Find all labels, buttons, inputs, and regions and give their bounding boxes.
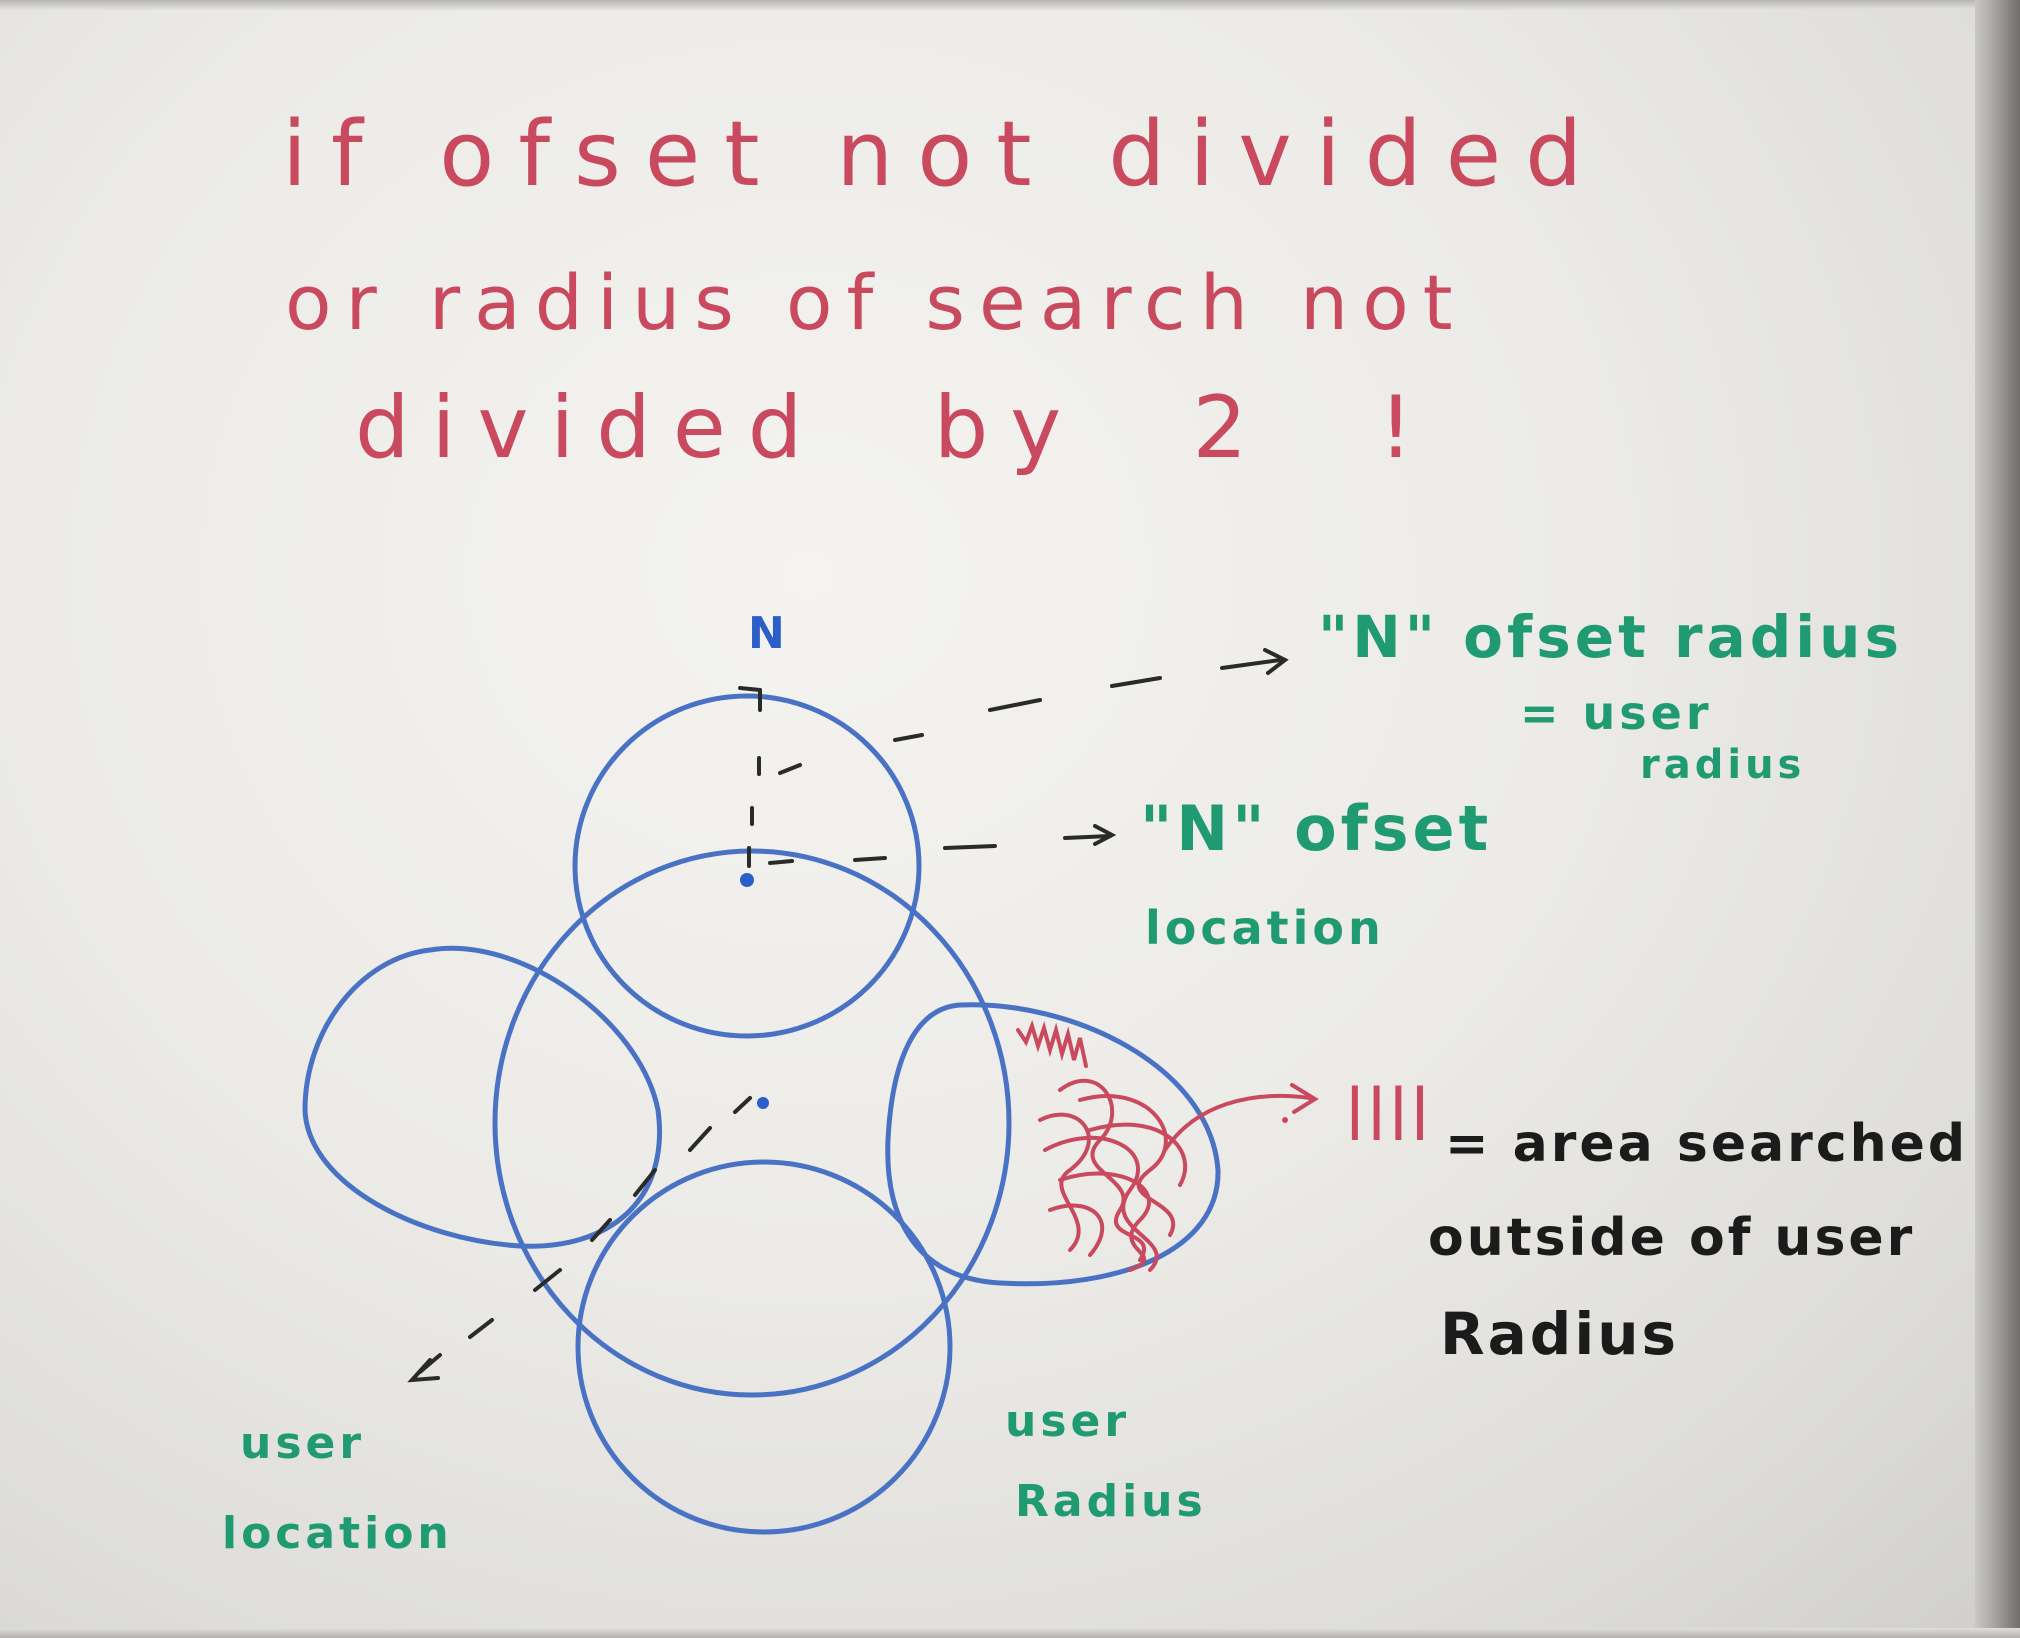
west-offset-circle: [302, 945, 662, 1249]
whiteboard-frame-bottom: [0, 1628, 2020, 1638]
searched-area-hatch: [1016, 1019, 1187, 1272]
user-location-dashes: [407, 1096, 752, 1383]
heading-line-2: or radius of search not: [285, 258, 1467, 347]
north-marker: N: [748, 608, 785, 659]
searched-area-arrow: [1163, 1094, 1312, 1152]
label-user-radius-2: Radius: [1015, 1476, 1207, 1527]
label-user-location: user: [240, 1418, 366, 1469]
legend-text-1: = area searched: [1445, 1114, 1969, 1174]
whiteboard-frame-right: [1975, 0, 2020, 1638]
legend-text-2: outside of user: [1428, 1208, 1916, 1268]
offset-location-dashes: [768, 763, 1117, 865]
south-offset-circle: [575, 1159, 953, 1535]
heading-line-1: if ofset not divided: [282, 102, 1607, 207]
label-equals-radius: radius: [1640, 742, 1806, 788]
label-user-location-2: location: [222, 1508, 453, 1559]
legend-hatch-symbol: ||||: [1345, 1077, 1432, 1140]
whiteboard-frame-top: [0, 0, 2020, 10]
north-radius-dashes: [738, 686, 762, 868]
label-offset-location: "N" ofset: [1140, 792, 1493, 865]
north-offset-circle: [572, 693, 922, 1039]
offset-radius-dashes: [893, 648, 1289, 742]
label-offset-location-2: location: [1145, 901, 1385, 955]
north-offset-point: [740, 873, 754, 887]
label-offset-radius: "N" ofset radius: [1318, 603, 1903, 671]
label-equals-user: = user: [1520, 686, 1713, 740]
user-location-point: [757, 1097, 769, 1109]
legend-text-3: Radius: [1440, 1300, 1680, 1368]
user-radius-circle: [492, 848, 1012, 1398]
heading-line-3: divided by 2 !: [355, 378, 1436, 478]
label-user-radius: user: [1005, 1396, 1131, 1447]
east-offset-circle: [885, 1002, 1221, 1287]
